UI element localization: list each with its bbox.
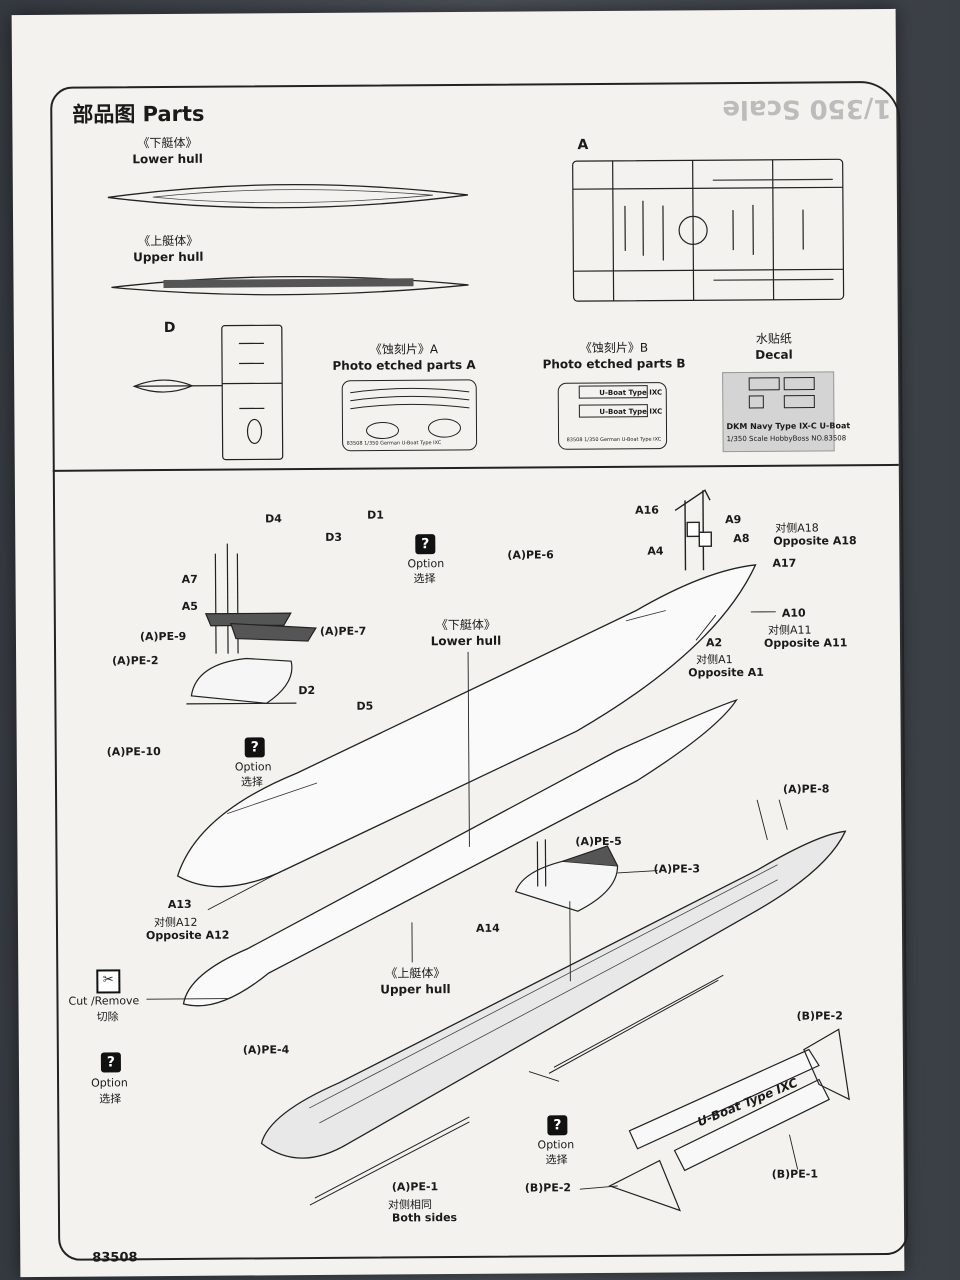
option-label-1: Option (407, 557, 445, 571)
option-icon-4: ? (547, 1115, 568, 1136)
label-opp-a1-cn: 对侧A1 (696, 653, 733, 667)
label-a2: A2 (705, 636, 723, 650)
label-pe1: (A)PE-1 (391, 1180, 439, 1194)
label-lower-hull-cn: 《下艇体》 (435, 617, 496, 633)
label-a5: A5 (181, 599, 198, 613)
label-a8: A8 (733, 531, 750, 546)
label-opp-a11-en: Opposite A11 (763, 636, 848, 650)
lower-hull-assembly (176, 564, 757, 888)
label-lower-hull-en: Lower hull (430, 633, 502, 649)
option-label-2: Option (234, 760, 272, 774)
label-a14: A14 (475, 921, 500, 935)
label-a9: A9 (725, 513, 742, 527)
label-a10: A10 (781, 606, 806, 620)
label-a13: A13 (167, 897, 192, 912)
label-opp-a1-en: Opposite A1 (688, 665, 764, 680)
label-a17: A17 (772, 556, 797, 570)
pe-b-fret (557, 382, 668, 450)
pe-railings (309, 974, 724, 1206)
label-pe7: (A)PE-7 (319, 624, 367, 638)
cut-remove-icon: ✂ (96, 969, 121, 994)
label-pe10: (A)PE-10 (106, 745, 161, 759)
sprue-a-drawing (572, 158, 845, 302)
option-label-1-cn: 选择 (413, 572, 436, 586)
label-upper-hull-en: Upper hull (380, 982, 451, 997)
leader-lines (146, 611, 799, 1190)
label-opp-a12-cn: 对侧A12 (153, 915, 198, 930)
label-d4: D4 (265, 512, 282, 526)
option-icon-2: ? (244, 737, 265, 758)
label-opp-a11-cn: 对侧A11 (767, 623, 812, 637)
label-bpe2-top: (B)PE-2 (796, 1009, 843, 1023)
label-d1: D1 (367, 508, 384, 522)
sprue-d-drawing (132, 324, 284, 461)
parts-drawings (107, 158, 850, 1212)
option-label-3: Option (91, 1076, 128, 1090)
label-d5: D5 (356, 699, 374, 713)
option-label-4: Option (537, 1138, 575, 1152)
option-icon-3: ? (100, 1052, 121, 1073)
label-opp-a18-en: Opposite A18 (773, 534, 857, 548)
cut-remove-label-cn: 切除 (96, 1010, 119, 1024)
decal-marks (748, 377, 815, 409)
label-a4: A4 (647, 544, 664, 558)
label-pe1-cn: 对侧相同 (387, 1198, 432, 1212)
label-pe3: (A)PE-3 (653, 862, 701, 876)
label-bpe2-bottom: (B)PE-2 (524, 1181, 572, 1195)
label-d2: D2 (298, 683, 316, 698)
label-opp-a18-cn: 对侧A18 (775, 521, 819, 535)
part-number: 83508 (92, 1250, 138, 1266)
label-pe2: (A)PE-2 (112, 654, 159, 668)
label-pe1-en: Both sides (391, 1211, 458, 1225)
instruction-sheet: 部品图 Parts 1/350 Scale 《下艇体》 Lower hull 《… (11, 8, 909, 1278)
label-d3: D3 (325, 530, 343, 544)
option-label-3-cn: 选择 (99, 1092, 122, 1106)
cut-remove-label: Cut /Remove (68, 994, 140, 1008)
label-pe5: (A)PE-5 (575, 834, 622, 849)
conning-tower-top (186, 543, 317, 705)
label-pe4: (A)PE-4 (242, 1043, 290, 1057)
label-upper-hull-cn: 《上艇体》 (385, 966, 446, 981)
pe-a-fret (341, 379, 478, 452)
label-pe6: (A)PE-6 (507, 548, 554, 562)
upper-hull-assembly (182, 698, 738, 1007)
label-bpe1: (B)PE-1 (771, 1167, 818, 1181)
option-label-2-cn: 选择 (240, 775, 264, 789)
label-pe8: (A)PE-8 (782, 782, 830, 796)
label-a7: A7 (181, 572, 198, 586)
option-label-4-cn: 选择 (545, 1153, 568, 1167)
b-nameplates (608, 1028, 850, 1212)
label-pe9: (A)PE-9 (139, 629, 187, 644)
conning-tower-bottom (514, 839, 619, 912)
lower-hull-drawing (107, 184, 468, 209)
periscope-masts (674, 489, 713, 571)
label-opp-a12-en: Opposite A12 (145, 928, 230, 943)
upper-hull-drawing (111, 275, 469, 296)
option-icon-1: ? (415, 534, 436, 555)
label-a16: A16 (635, 503, 659, 517)
